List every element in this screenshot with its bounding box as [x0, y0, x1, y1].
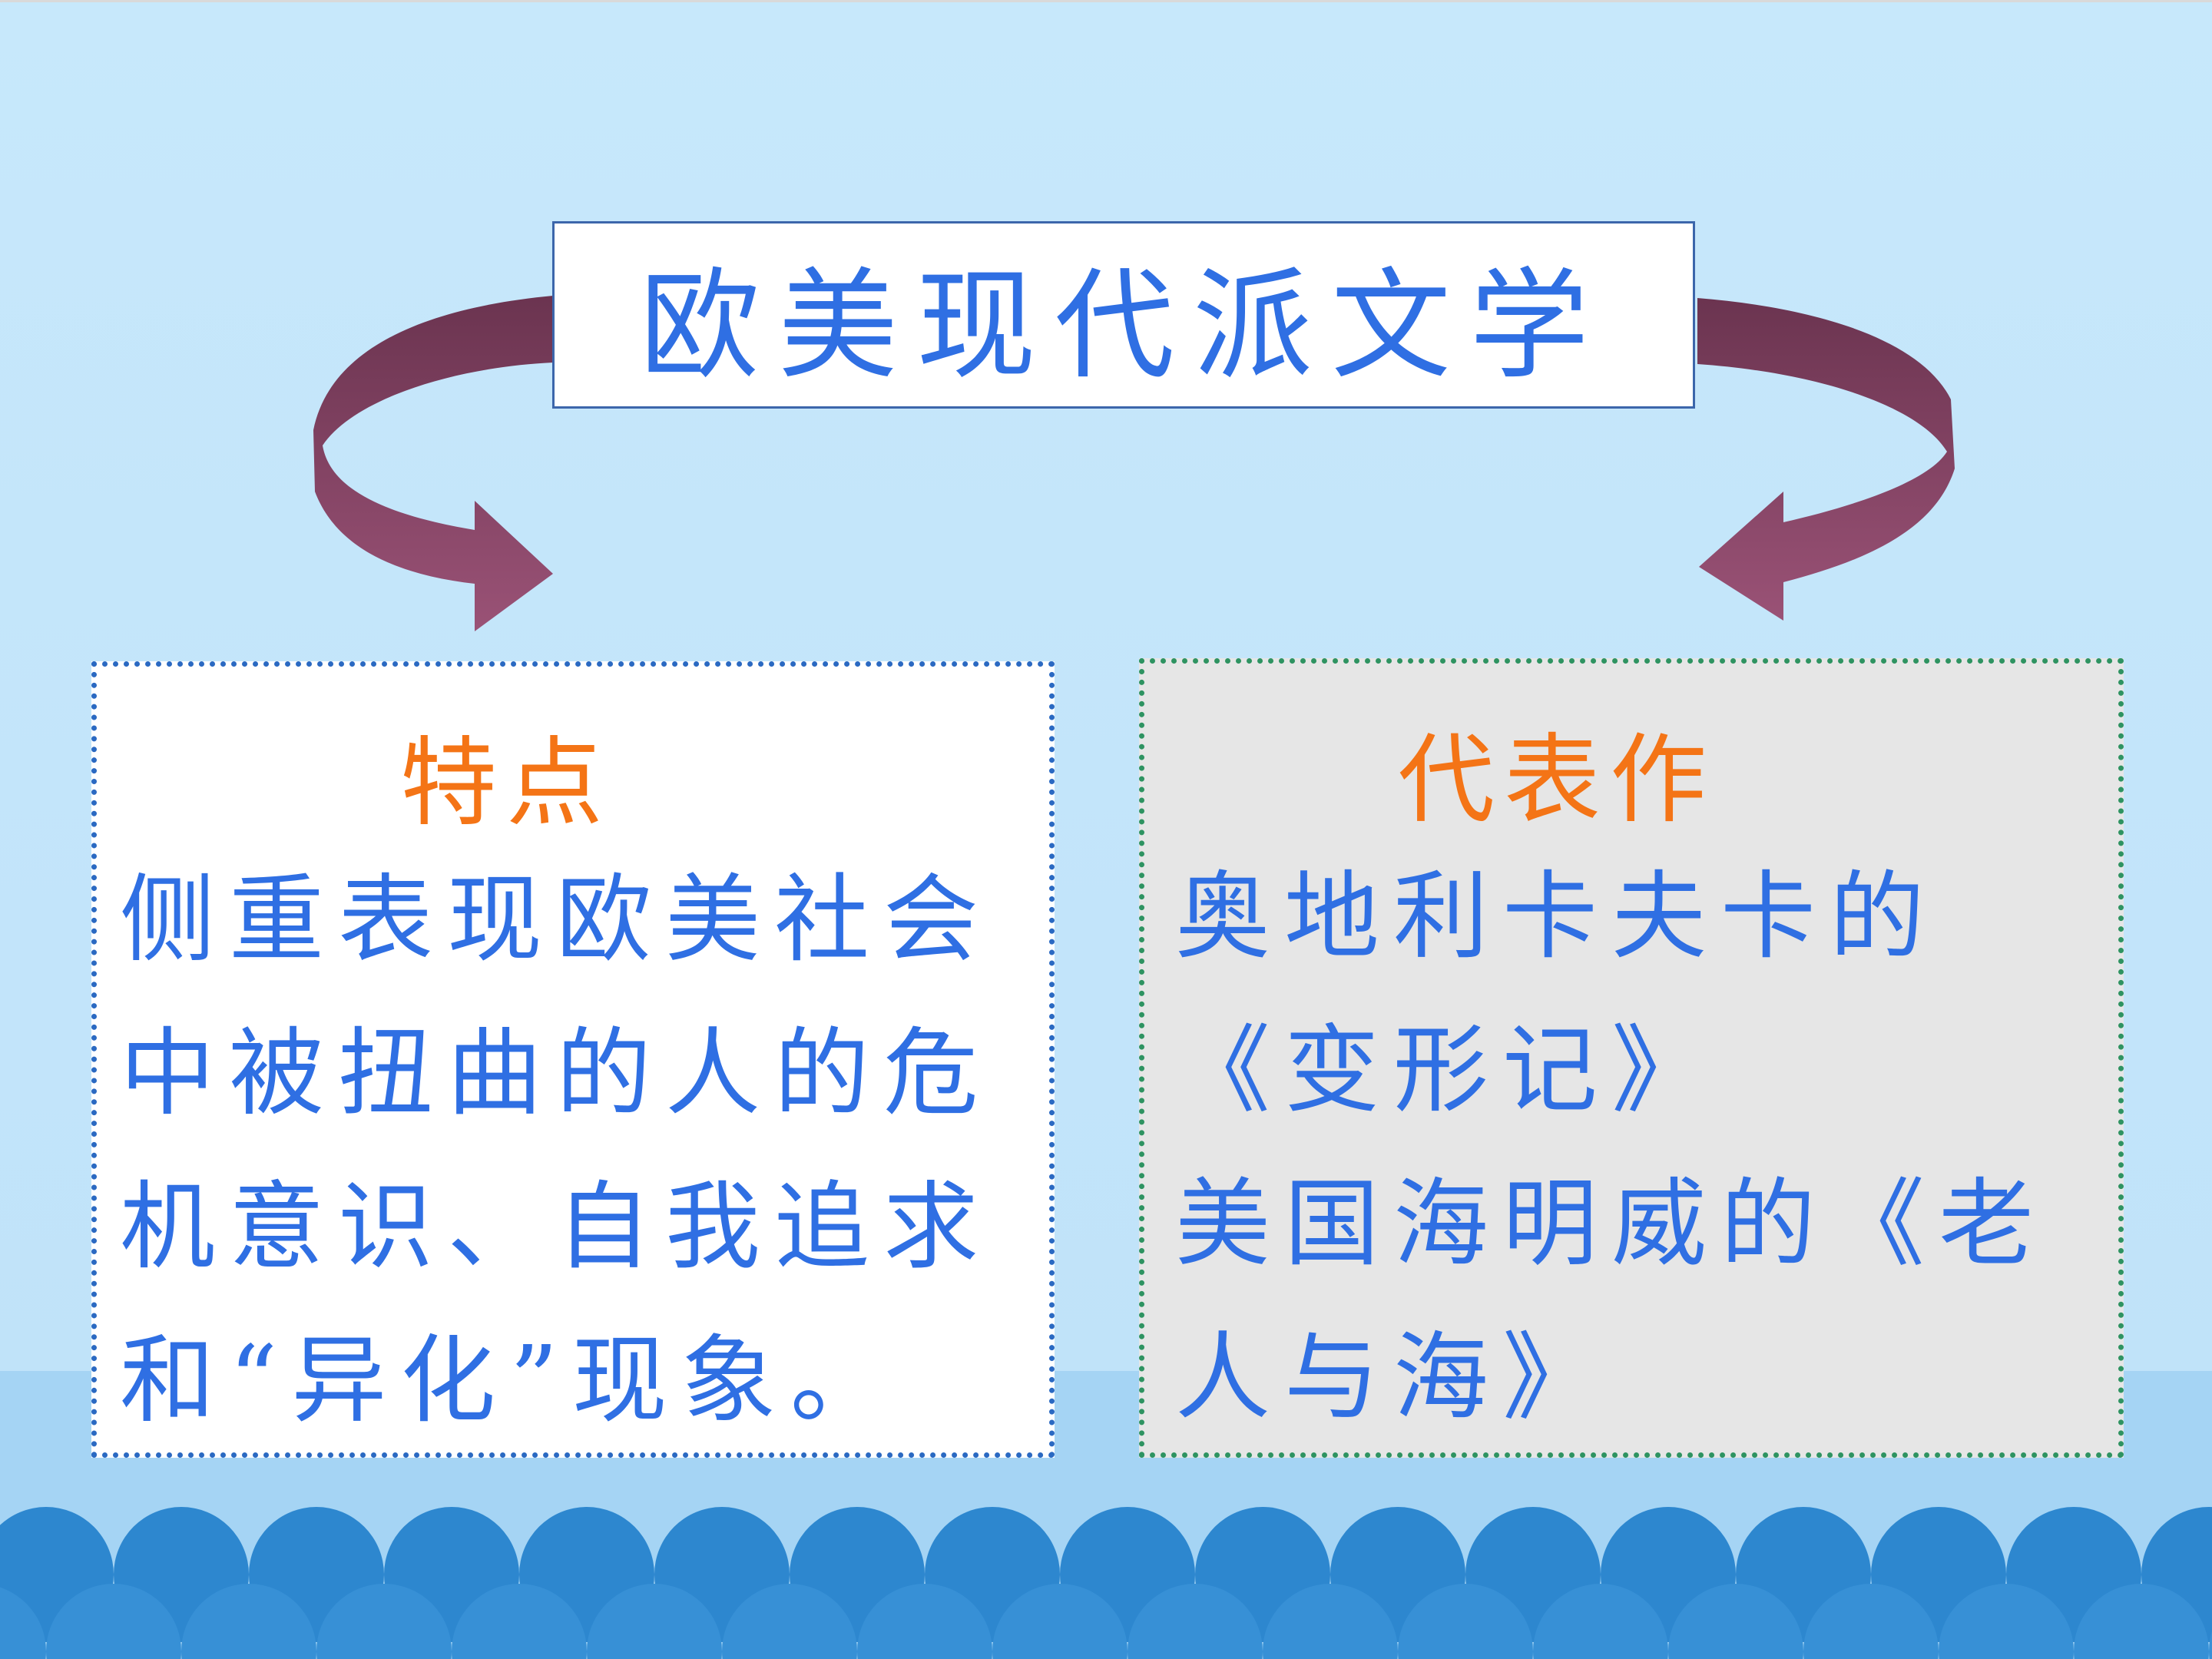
wave-scallop — [2209, 1631, 2212, 1659]
wave-scallop — [1668, 1584, 1803, 1659]
wave-scallop — [1803, 1584, 1939, 1659]
characteristics-line: 中被扭曲的人的危 — [120, 1018, 993, 1129]
works-line: 奥地利卡夫卡的 — [1175, 862, 1939, 972]
title-box: 欧美现代派文学 — [552, 221, 1695, 409]
characteristics-panel: 特点 侧重表现欧美社会 中被扭曲的人的危 机意识、自我追求 和“异化”现象。 — [91, 661, 1055, 1458]
wave-scallop — [452, 1584, 587, 1659]
wave-scallop — [587, 1584, 722, 1659]
characteristics-line: 机意识、自我追求 — [120, 1172, 993, 1283]
representative-works-text: 奥地利卡夫卡的 《变形记》 美国海明威的《老 人与海》 — [1175, 840, 2048, 1452]
wave-scallop — [1398, 1584, 1533, 1659]
representative-works-panel: 代表作 奥地利卡夫卡的 《变形记》 美国海明威的《老 人与海》 — [1139, 658, 2124, 1458]
characteristics-line: 和“异化”现象。 — [120, 1326, 899, 1436]
works-line: 《变形记》 — [1175, 1015, 1721, 1126]
title: 欧美现代派文学 — [640, 256, 1608, 396]
curved-arrows — [313, 296, 1955, 631]
wave-scallop — [857, 1584, 992, 1659]
works-line: 美国海明威的《老 — [1175, 1169, 2048, 1280]
top-divider — [0, 0, 2212, 2]
wave-row-front — [0, 1584, 2212, 1659]
characteristics-line: 侧重表现欧美社会 — [120, 865, 993, 975]
characteristics-heading: 特点 — [400, 727, 612, 839]
wave-scallop — [1128, 1584, 1263, 1659]
wave-scallop — [992, 1584, 1128, 1659]
characteristics-text: 侧重表现欧美社会 中被扭曲的人的危 机意识、自我追求 和“异化”现象。 — [120, 843, 993, 1452]
representative-works-heading: 代表作 — [1398, 724, 1716, 836]
left-curved-arrow — [313, 296, 553, 631]
wave-scallop — [316, 1584, 452, 1659]
wave-scallop — [0, 1587, 46, 1659]
right-curved-arrow — [1697, 298, 1955, 621]
wave-scallop — [1939, 1584, 2074, 1659]
wave-scallop — [2074, 1584, 2209, 1659]
wave-scallop — [722, 1584, 857, 1659]
wave-decoration — [0, 1507, 2212, 1659]
wave-scallop — [1533, 1584, 1668, 1659]
wave-scallop — [46, 1584, 181, 1659]
works-line: 人与海》 — [1175, 1323, 1612, 1433]
wave-scallop — [1263, 1584, 1398, 1659]
wave-scallop — [181, 1584, 316, 1659]
